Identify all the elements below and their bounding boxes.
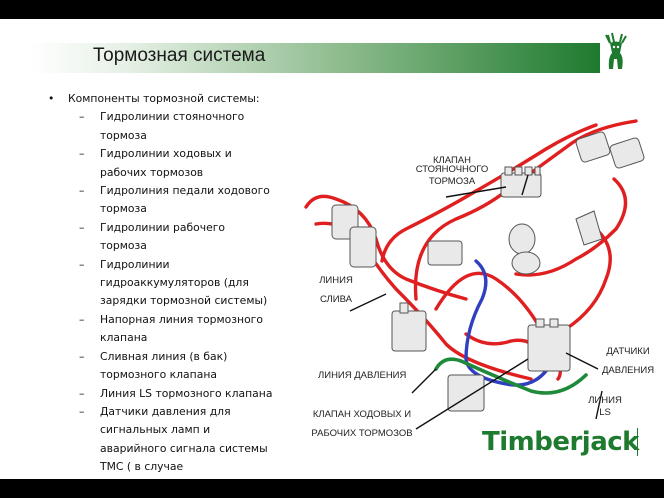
sub-bullet-item: – Сливная линия (в бак) xyxy=(48,348,284,366)
sub-bullet-item: – Гидролиния педали ходового xyxy=(48,182,284,200)
accumulator-center xyxy=(427,223,541,275)
sub-bullet-item: – Линия LS тормозного клапана xyxy=(48,385,284,403)
leader-brake-valve xyxy=(415,358,529,430)
label-ls-line: ЛИНИЯ LS xyxy=(582,395,628,419)
brake-system-diagram xyxy=(304,119,645,430)
sub-bullet-item: рабочих тормозов xyxy=(48,164,284,182)
label-pressure-line: ЛИНИЯ ДАВЛЕНИЯ xyxy=(318,370,407,381)
bullet-marker: – xyxy=(79,147,85,161)
sub-bullet-item: зарядки тормозной системы) xyxy=(48,292,284,310)
label-drain-line: ЛИНИЯ СЛИВА xyxy=(310,271,362,309)
sensor-block-top-right xyxy=(575,131,645,169)
label-ls-line2: LS xyxy=(599,407,611,418)
bullet-text: сигнальных ламп и xyxy=(100,423,211,437)
bullet-text: ТМС ( в случае xyxy=(100,460,184,474)
red-hose-top-2 xyxy=(380,123,598,263)
bullet-text: Гидролинии xyxy=(100,257,170,271)
bullet-text: Напорная линия тормозного xyxy=(100,312,263,326)
bullet-text: Гидролинии рабочего xyxy=(100,220,226,234)
deer-icon xyxy=(605,32,627,69)
leader-pressure xyxy=(411,368,437,394)
label-sensors-line2: ДАВЛЕНИЯ xyxy=(601,365,655,376)
bullet-text: тормоза xyxy=(100,128,147,142)
bullet-text: Гидролинии ходовых и xyxy=(100,147,232,161)
label-drain-line1: ЛИНИЯ xyxy=(319,275,353,286)
bullet-marker: – xyxy=(79,220,85,234)
label-sensors-line1: ДАТЧИКИ xyxy=(606,346,650,357)
sub-bullet-item: тормоза xyxy=(48,200,284,218)
bullet-item: • Компоненты тормозной системы: xyxy=(48,90,284,108)
bullet-marker: – xyxy=(79,404,85,418)
sub-bullet-item: тормоза xyxy=(48,237,284,255)
bullet-list: • Компоненты тормозной системы: – Гидролини… xyxy=(48,90,284,477)
sub-bullet-item: сигнальных ламп и xyxy=(48,421,284,439)
bullet-text: зарядки тормозной системы) xyxy=(100,294,268,308)
leader-drain xyxy=(349,293,387,312)
sub-bullet-item: – Гидролинии рабочего xyxy=(48,219,284,237)
bullet-text: Компоненты тормозной системы: xyxy=(68,92,260,105)
sub-bullet-item: ТМС ( в случае xyxy=(48,458,284,476)
sub-bullet-item: – Датчики давления для xyxy=(48,403,284,421)
pressure-line-block xyxy=(447,374,485,412)
red-hose-right-2 xyxy=(514,177,628,277)
green-pressure-line xyxy=(434,357,588,395)
sub-bullet-item: – Напорная линия тормозного xyxy=(48,311,284,329)
label-parking-valve: КЛАПАН xyxy=(397,151,507,170)
drain-tank-component xyxy=(391,302,427,352)
label-brake-valve: КЛАПАН ХОДОВЫХ И РАБОЧИХ ТОРМОЗОВ xyxy=(298,405,426,443)
bullet-text: тормоза xyxy=(100,202,147,216)
sub-bullet-item: – Гидролинии ходовых и xyxy=(48,145,284,163)
bullet-marker: – xyxy=(79,184,85,198)
sub-bullet-item: аварийного сигнала системы xyxy=(48,440,284,458)
brand-name: Timberjack xyxy=(482,427,639,457)
sub-bullet-item: клапана xyxy=(48,329,284,347)
bullet-marker: – xyxy=(79,110,85,124)
pump-right xyxy=(575,210,603,246)
leader-parking-valve-2 xyxy=(521,174,529,196)
label-pressure-sensors: ДАТЧИКИ ДАВЛЕНИЯ xyxy=(592,342,664,380)
bullet-text: тормоза xyxy=(100,239,147,253)
label-ls-line1: ЛИНИЯ xyxy=(588,395,622,406)
leader-sensors xyxy=(565,352,599,370)
label-parking-valve-3: ТОРМОЗА xyxy=(397,172,507,191)
parking-brake-valve-component xyxy=(500,166,542,198)
bullet-text: Датчики давления для xyxy=(100,404,231,418)
bullet-text: Гидролиния педали ходового xyxy=(100,184,270,198)
slide: Тормозная система • Компоненты тормозной … xyxy=(0,19,664,479)
bullet-marker: – xyxy=(79,349,85,363)
bullet-text: Линия LS тормозного клапана xyxy=(100,386,273,400)
leader-ls xyxy=(595,390,603,420)
sub-bullet-item: гидроаккумуляторов (для xyxy=(48,274,284,292)
sub-bullet-item: – Гидролинии стояночного xyxy=(48,108,284,126)
bullet-marker: – xyxy=(79,257,85,271)
bullet-text: Сливная линия (в бак) xyxy=(100,349,228,363)
sub-bullet-item: тормоза xyxy=(48,127,284,145)
bullet-text: аварийного сигнала системы xyxy=(100,441,268,455)
sub-bullet-item: – Гидролинии xyxy=(48,256,284,274)
bullet-text: гидроаккумуляторов (для xyxy=(100,276,249,290)
label-parking-valve-line3: ТОРМОЗА xyxy=(428,176,476,187)
label-parking-valve-2: СТОЯНОЧНОГО xyxy=(397,160,507,179)
bullet-text: Гидролинии стояночного xyxy=(100,110,245,124)
bullet-text: клапана xyxy=(100,331,148,345)
label-brake-valve-line1: КЛАПАН ХОДОВЫХ И xyxy=(312,409,412,420)
bullet-text: тормозного клапана xyxy=(100,368,218,382)
label-drain-line2: СЛИВА xyxy=(320,294,352,305)
brake-pedal-valve-left xyxy=(331,204,377,268)
timberjack-logo: Timberjack xyxy=(482,422,639,462)
leader-parking-valve xyxy=(445,186,507,198)
bullet-marker: • xyxy=(48,92,55,105)
label-parking-valve-line2: СТОЯНОЧНОГО xyxy=(415,164,489,175)
title-bar xyxy=(30,43,600,73)
bullet-text: рабочих тормозов xyxy=(100,165,204,179)
bullet-marker: – xyxy=(79,386,85,400)
bullet-marker: – xyxy=(79,312,85,326)
label-brake-valve-line2: РАБОЧИХ ТОРМОЗОВ xyxy=(311,428,413,439)
brand-divider xyxy=(637,428,638,456)
sub-bullet-item: тормозного клапана xyxy=(48,366,284,384)
label-parking-valve-line1: КЛАПАН xyxy=(432,155,472,166)
slide-title: Тормозная система xyxy=(93,45,266,66)
service-brake-valve-component xyxy=(527,318,571,372)
